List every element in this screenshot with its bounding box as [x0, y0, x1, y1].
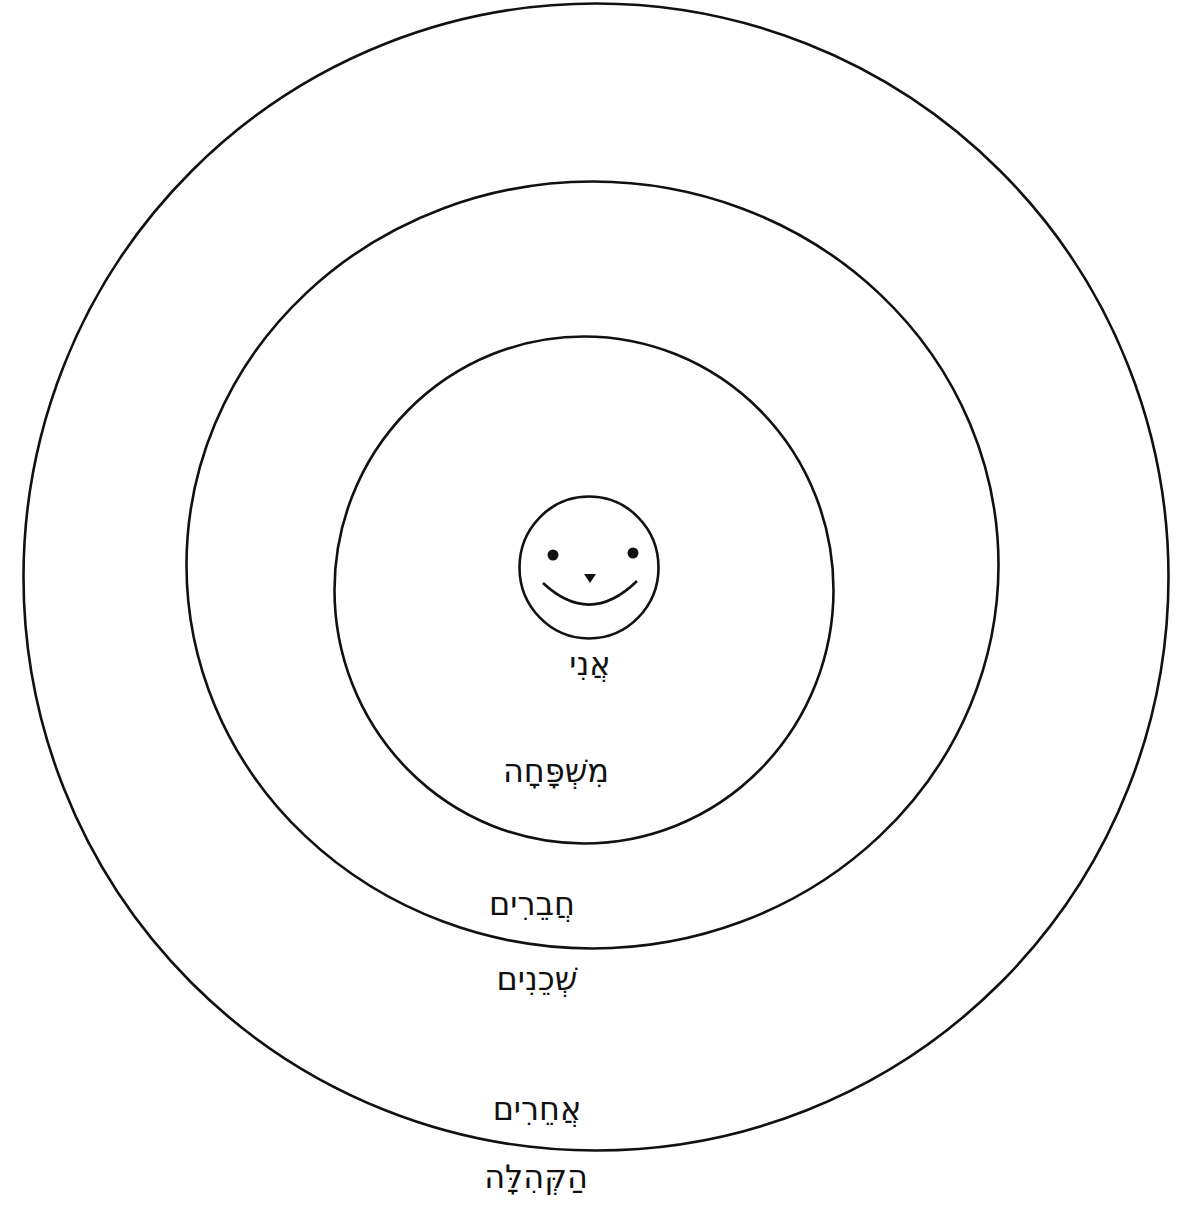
family-circle: אֲנִי מִשְׁפָּחָה: [333, 335, 835, 845]
ring-label: חֲבֵרִים: [489, 885, 575, 923]
self-face: אֲנִי: [518, 495, 660, 640]
friends-circle: אֲנִימִשְׁפָּחָהחֲבֵרִיםשְׁכֵנִים: [185, 180, 1000, 950]
ring-label: שְׁכֵנִים: [497, 960, 578, 998]
ring-label: אֲחֵרִים: [493, 1090, 582, 1128]
smile: [543, 581, 637, 605]
circle-line: [24, 4, 1169, 1151]
community-circle: אֲנִי מִשְׁפָּחָה חֲבֵרִים שְׁכֵנִים אֲחֵרִי…: [22, 2, 1170, 1152]
smiley-outline: [518, 495, 660, 640]
ring-label: מִשְׁפָּחָה: [503, 752, 609, 790]
circle-line: [187, 182, 999, 949]
eye: [548, 550, 559, 561]
circle-line: [520, 497, 659, 639]
ring-label: הַקְּהִלָּה: [484, 1158, 588, 1196]
circle-outline: [185, 180, 1000, 950]
eye: [628, 548, 639, 559]
nose: [584, 574, 596, 583]
circle-line: [335, 337, 834, 844]
self-label: אֲנִי: [569, 645, 610, 683]
